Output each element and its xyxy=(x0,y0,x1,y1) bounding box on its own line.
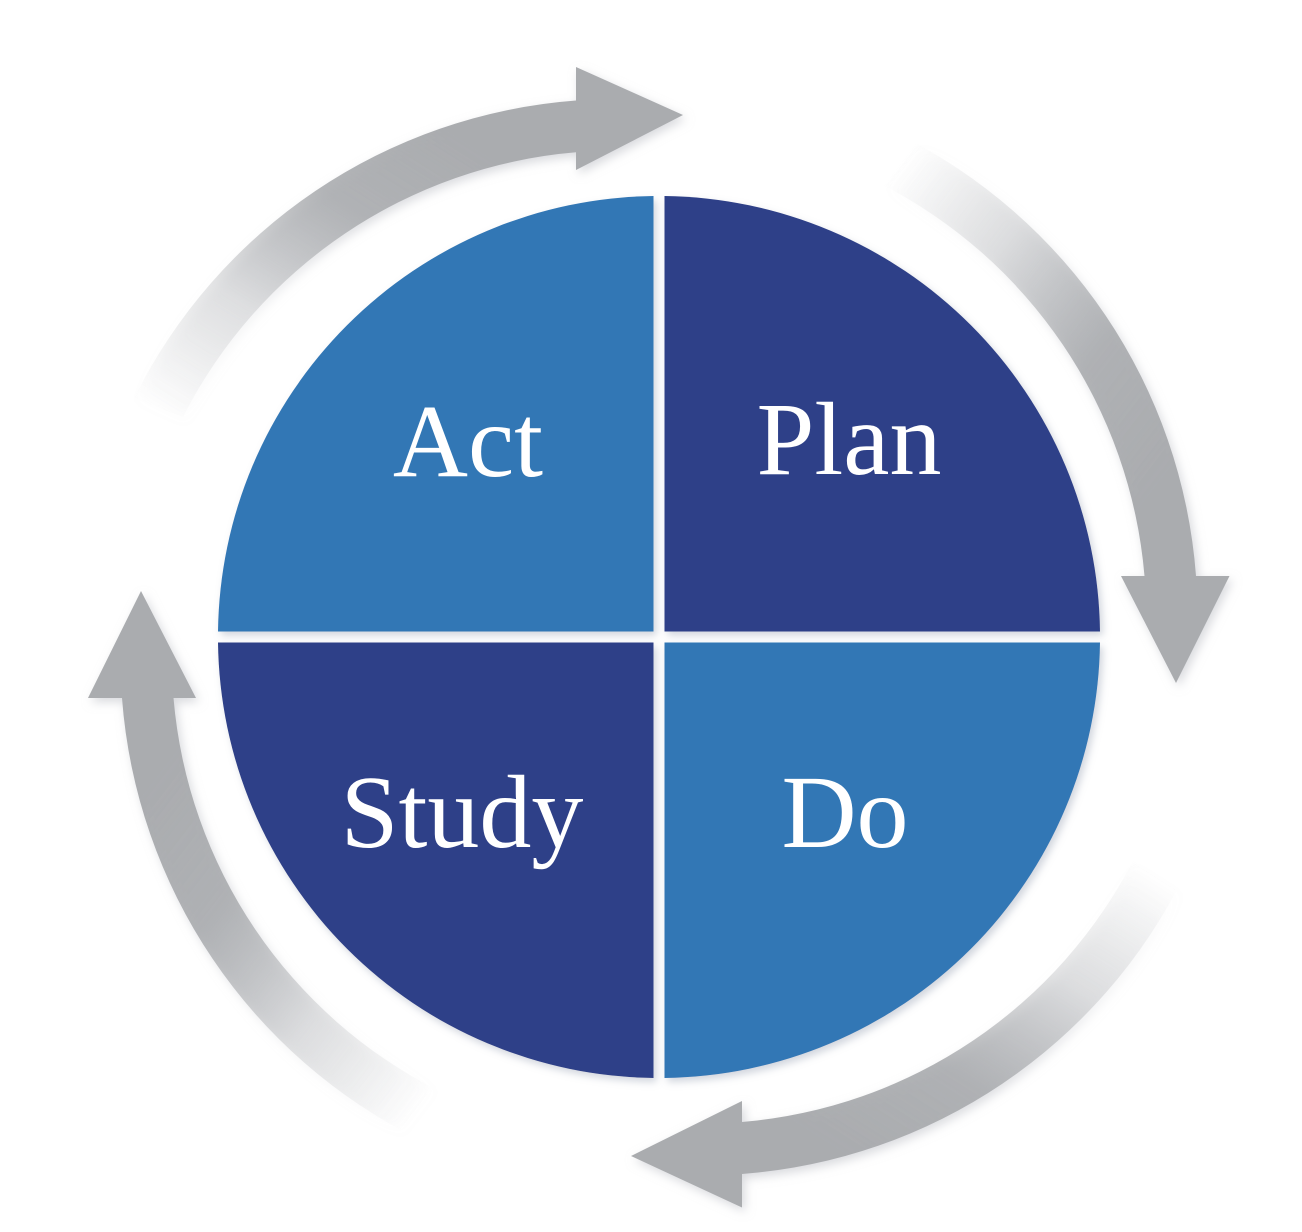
quadrant-plan-label: Plan xyxy=(757,382,942,497)
arrow-top-shape xyxy=(134,67,683,417)
quadrant-act-wedge[interactable] xyxy=(218,196,654,632)
arrow-bottom-shape xyxy=(631,857,1184,1208)
arrow-right-shape xyxy=(879,134,1230,683)
quadrant-plan[interactable]: Plan xyxy=(664,196,1101,632)
quadrant-study-wedge[interactable] xyxy=(218,642,654,1079)
quadrant-study-label: Study xyxy=(341,755,584,870)
arrow-right xyxy=(879,134,1230,683)
quadrant-act-label: Act xyxy=(393,384,543,499)
arrow-left-shape xyxy=(88,591,439,1140)
quadrant-study[interactable]: Study xyxy=(218,642,654,1079)
arrow-bottom xyxy=(631,857,1184,1208)
quadrant-do[interactable]: Do xyxy=(664,642,1101,1079)
quadrant-do-wedge[interactable] xyxy=(664,642,1101,1079)
arrow-top xyxy=(134,67,683,417)
quadrant-plan-wedge[interactable] xyxy=(664,196,1101,632)
quadrant-act[interactable]: Act xyxy=(218,196,654,632)
arrow-left xyxy=(88,591,439,1140)
quadrant-do-label: Do xyxy=(781,755,908,870)
